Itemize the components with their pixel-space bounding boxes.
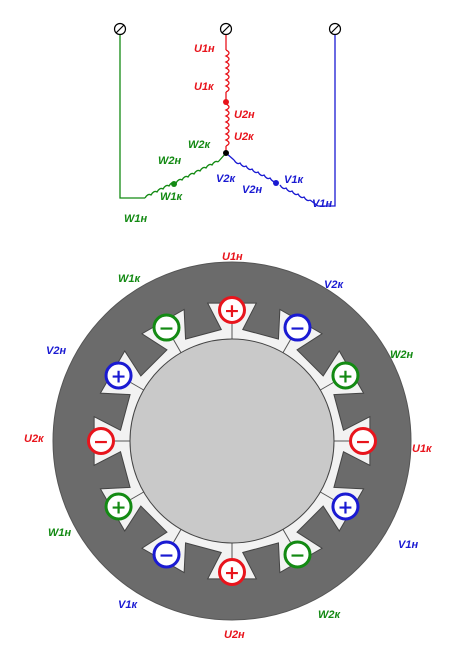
- v-phase-winding: [225, 35, 336, 207]
- slot-spoke: [130, 382, 144, 391]
- stator-label-bottom: U2н: [224, 629, 245, 641]
- slot-v-minus-marker: −: [152, 540, 181, 569]
- stator-label-lower-right: V1н: [398, 539, 418, 551]
- star-connection: U1н U1к U2н U2к W2к W2н W1к W1н V2к V2н …: [113, 22, 342, 225]
- label-w1k: W1к: [160, 191, 184, 203]
- label-v2k: V2к: [216, 173, 236, 185]
- label-u1n: U1н: [194, 43, 215, 55]
- slot-u-plus-marker: +: [218, 558, 246, 586]
- stator-label-top-left: W1к: [118, 273, 142, 285]
- slot-spoke: [320, 382, 334, 391]
- stator-label-lower-left: W1н: [48, 527, 72, 539]
- stator-label-upper-left: V2н: [46, 345, 66, 357]
- slot-sign: +: [337, 497, 353, 519]
- slot-w-minus-marker: −: [283, 540, 312, 569]
- v-coil-1: [279, 184, 311, 202]
- slot-sign: +: [111, 366, 127, 388]
- label-u2n: U2н: [234, 109, 255, 121]
- slot-v-plus-marker: +: [331, 492, 360, 521]
- label-v2n: V2н: [242, 184, 262, 196]
- slot-u-minus-marker: −: [349, 427, 377, 455]
- slot-v-plus-marker: +: [104, 361, 133, 390]
- slot-sign: −: [290, 318, 306, 340]
- label-v1k: V1к: [284, 174, 304, 186]
- stator-label-bottom-left: V1к: [118, 599, 138, 611]
- slot-spoke: [130, 491, 144, 500]
- slot-w-plus-marker: +: [104, 492, 133, 521]
- label-w2n: W2н: [158, 155, 182, 167]
- label-w2k: W2к: [188, 139, 212, 151]
- slot-v-minus-marker: −: [283, 313, 312, 342]
- slot-sign: +: [111, 497, 127, 519]
- w-coil-1: [144, 181, 176, 199]
- u-phase-winding: [223, 35, 230, 153]
- slot-spokes: [115, 324, 349, 558]
- slot-sign: −: [159, 318, 175, 340]
- star-point: [223, 150, 229, 156]
- slot-w-minus-marker: −: [152, 313, 181, 342]
- slot-sign: −: [159, 544, 175, 566]
- slot-spoke: [173, 339, 182, 353]
- terminal-u: [219, 22, 233, 36]
- slot-w-plus-marker: +: [331, 361, 360, 390]
- label-u1k: U1к: [194, 81, 215, 93]
- stator-label-upper-right: W2н: [390, 349, 414, 361]
- slot-u-plus-marker: +: [218, 296, 246, 324]
- v-junction-dot: [273, 180, 279, 186]
- terminal-w: [113, 22, 127, 36]
- slot-sign: −: [93, 431, 109, 453]
- label-w1n: W1н: [124, 213, 148, 225]
- slot-spoke: [320, 491, 334, 500]
- slot-sign: +: [224, 300, 240, 322]
- label-u2k: U2к: [234, 131, 255, 143]
- slot-spoke: [282, 529, 291, 543]
- slot-sign: −: [290, 544, 306, 566]
- v-coil-2: [233, 159, 277, 183]
- stator-cross-section: + − + − + − + − + − + −: [52, 261, 412, 621]
- stator-labels: U1н W1к V2к V2н W2н U2к U1к W1н V1н V1к …: [24, 251, 433, 641]
- stator-label-right: U1к: [412, 443, 433, 455]
- stator-label-left: U2к: [24, 433, 45, 445]
- terminal-v: [328, 22, 342, 36]
- w-junction-dot: [171, 181, 177, 187]
- stator-label-top-right: V2к: [324, 279, 344, 291]
- u-junction-dot: [223, 99, 229, 105]
- slot-sign: +: [337, 366, 353, 388]
- slot-markers: + − + − + − + − + − + −: [87, 296, 377, 586]
- u-coil-2: [224, 103, 230, 147]
- stator-label-top: U1н: [222, 251, 243, 263]
- label-v1n: V1н: [312, 198, 332, 210]
- slot-sign: +: [224, 562, 240, 584]
- rotor: [129, 338, 335, 544]
- w-phase-winding: [119, 35, 227, 199]
- slot-spoke: [173, 529, 182, 543]
- stator-label-bottom-right: W2к: [318, 609, 342, 621]
- w-coil-2: [175, 160, 219, 184]
- slot-sign: −: [355, 431, 371, 453]
- slot-spoke: [282, 339, 291, 353]
- u-coil-1: [224, 49, 230, 93]
- slot-u-minus-marker: −: [87, 427, 115, 455]
